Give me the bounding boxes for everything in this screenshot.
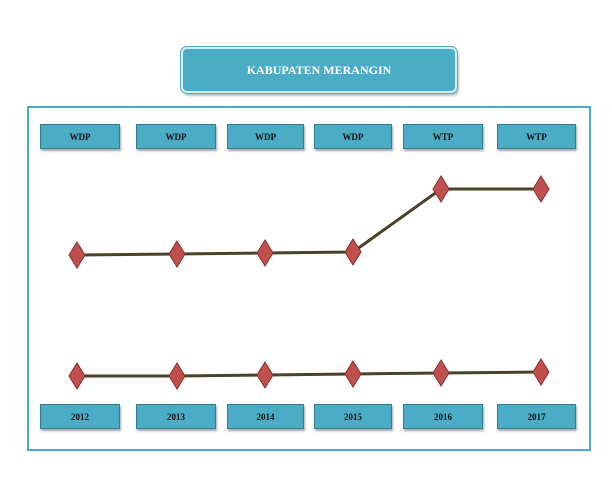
year-label-2016: 2016 bbox=[403, 404, 483, 429]
year-label-2014: 2014 bbox=[227, 404, 304, 429]
data-point-s1-2013 bbox=[168, 240, 186, 268]
data-point-s1-2017 bbox=[532, 175, 550, 203]
opinion-label-2013: WDP bbox=[136, 124, 216, 149]
year-label-2015: 2015 bbox=[314, 404, 392, 429]
data-point-s1-2012 bbox=[68, 241, 86, 269]
data-point-s2-2012 bbox=[68, 362, 86, 390]
opinion-label-2017: WTP bbox=[497, 124, 576, 149]
data-point-s2-2014 bbox=[256, 361, 274, 389]
chart-frame bbox=[27, 106, 591, 451]
data-point-s2-2013 bbox=[168, 362, 186, 390]
year-label-2013: 2013 bbox=[136, 404, 216, 429]
data-point-s2-2015 bbox=[344, 360, 362, 388]
opinion-label-2015: WDP bbox=[314, 124, 392, 149]
data-point-s1-2016 bbox=[432, 175, 450, 203]
year-label-2017: 2017 bbox=[497, 404, 576, 429]
data-point-s1-2014 bbox=[256, 239, 274, 267]
opinion-label-2014: WDP bbox=[227, 124, 304, 149]
series-line-1 bbox=[76, 187, 541, 257]
data-point-s2-2017 bbox=[532, 358, 550, 386]
opinion-label-2012: WDP bbox=[40, 124, 120, 149]
series-line-2 bbox=[77, 370, 542, 378]
data-point-s2-2016 bbox=[432, 359, 450, 387]
chart-title: KABUPATEN MERANGIN bbox=[181, 47, 457, 93]
data-point-s1-2015 bbox=[344, 238, 362, 266]
opinion-label-2016: WTP bbox=[403, 124, 483, 149]
year-label-2012: 2012 bbox=[40, 404, 120, 429]
